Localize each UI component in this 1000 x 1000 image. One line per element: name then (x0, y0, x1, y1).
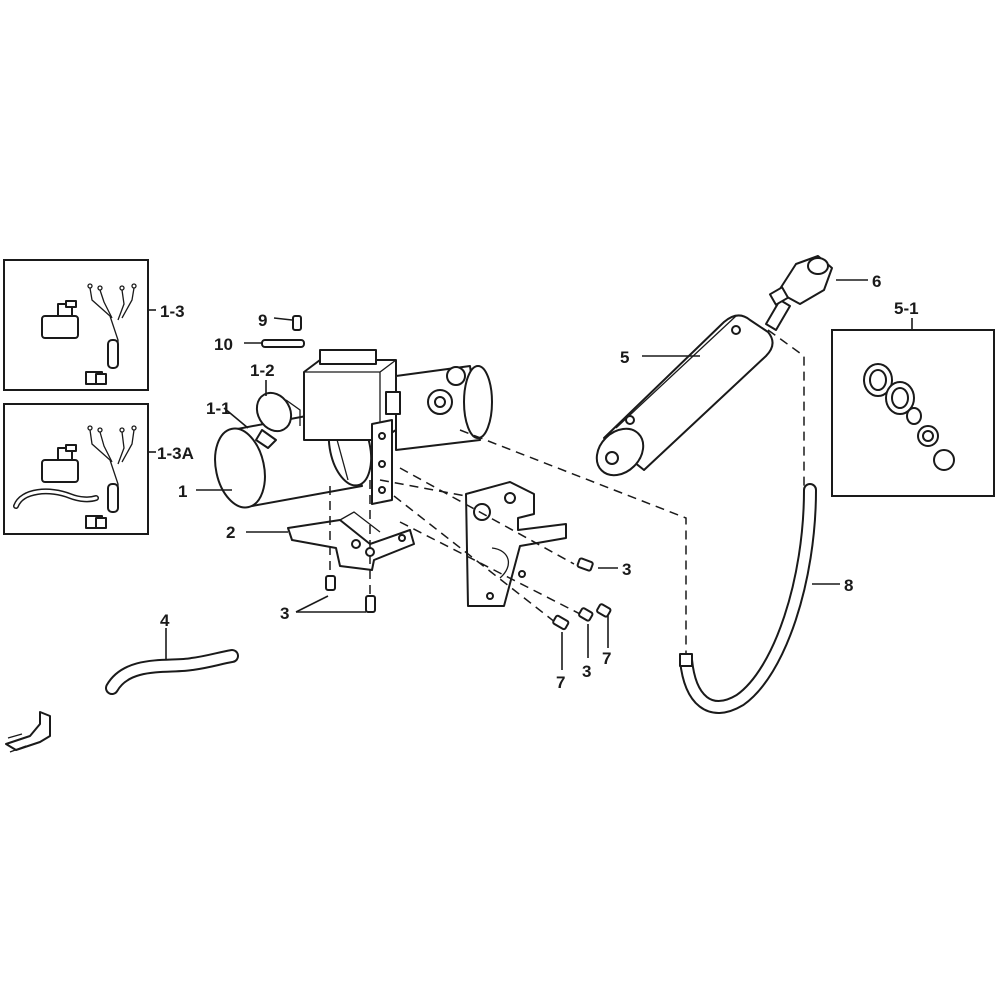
callout-5: 5 (620, 348, 629, 367)
bolts (325, 557, 612, 631)
callout-1-1: 1-1 (206, 399, 231, 418)
callout-4: 4 (160, 611, 170, 630)
callout-6: 6 (872, 272, 881, 291)
callout-1-2: 1-2 (250, 361, 275, 380)
callout-2: 2 (226, 523, 235, 542)
callout-7-lower: 7 (556, 673, 565, 692)
bracket-right (465, 481, 567, 607)
hose-4 (105, 649, 239, 695)
hose-8 (679, 483, 817, 714)
callout-1-3a: 1-3A (157, 444, 194, 463)
hydraulic-cylinder-5 (595, 299, 791, 477)
seal-kit-inset-5-1 (831, 329, 995, 497)
inset-harness-1-3a (3, 403, 149, 535)
callout-8: 8 (844, 576, 853, 595)
callout-1-3: 1-3 (160, 302, 185, 321)
callout-10: 10 (214, 335, 233, 354)
callout-3-right-upper: 3 (622, 560, 631, 579)
bracket-2 (287, 511, 415, 571)
inset-harness-1-3 (3, 259, 149, 391)
callout-9: 9 (258, 311, 267, 330)
callout-labels: 1-3 1-3A 9 10 1-2 1-1 1 2 3 4 3 7 3 7 5 … (157, 272, 919, 692)
callout-7-right: 7 (602, 649, 611, 668)
callout-5-1: 5-1 (894, 299, 919, 318)
pump-assembly (214, 315, 493, 509)
clevis-6 (768, 255, 833, 306)
leader-lines (148, 279, 913, 670)
callout-1: 1 (178, 482, 187, 501)
callout-3-lower: 3 (582, 662, 591, 681)
assembly-lines (329, 329, 805, 654)
callout-3-left: 3 (280, 604, 289, 623)
front-arrow-symbol (5, 711, 51, 753)
